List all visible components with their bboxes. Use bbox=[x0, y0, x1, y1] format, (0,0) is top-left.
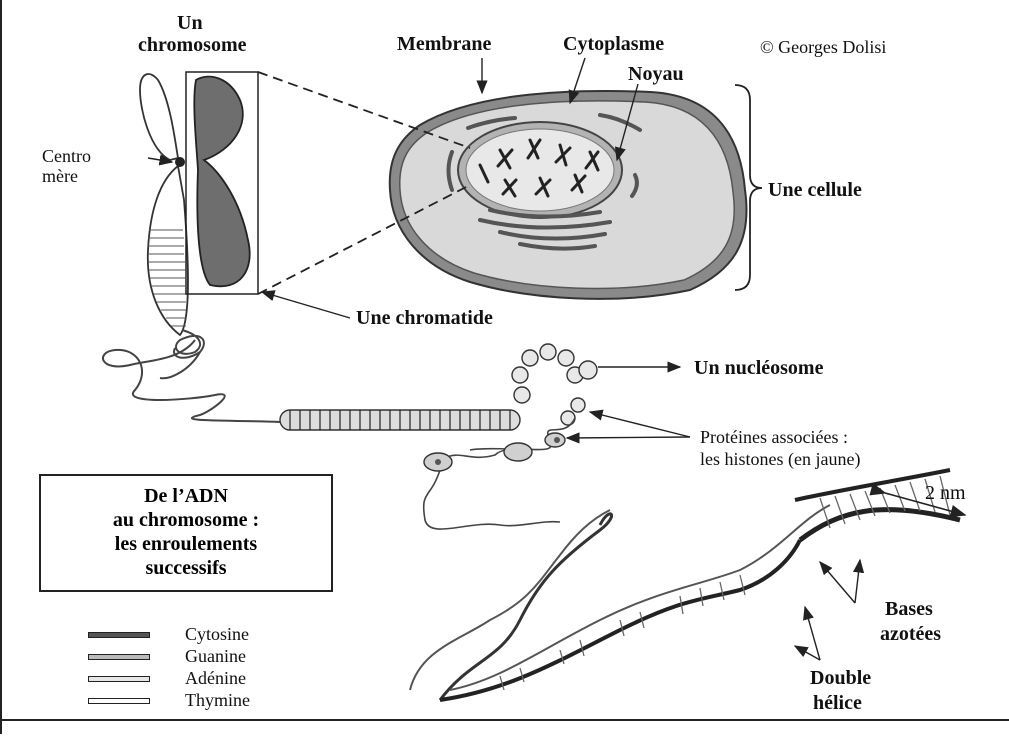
copyright-text: © Georges Dolisi bbox=[760, 37, 886, 58]
title-box: De l’ADN au chromosome : les enroulement… bbox=[39, 474, 333, 592]
legend-item-cytosine: Cytosine bbox=[88, 626, 328, 646]
proteines-label-line2: les histones (en jaune) bbox=[700, 449, 860, 470]
chromosome-drawing bbox=[140, 72, 258, 358]
nucleosome-label: Un nucléosome bbox=[694, 357, 823, 380]
cell-drawing bbox=[390, 91, 747, 299]
legend-label: Cytosine bbox=[185, 624, 249, 645]
title-line1: De l’ADN bbox=[41, 484, 331, 508]
legend-swatch bbox=[88, 698, 150, 704]
centromere-label-line2: mère bbox=[42, 166, 78, 187]
bases-label-line1: Bases bbox=[885, 598, 933, 621]
membrane-label: Membrane bbox=[397, 33, 491, 56]
proteines-label-line1: Protéines associées : bbox=[700, 427, 848, 448]
legend-label: Adénine bbox=[185, 668, 246, 689]
noyau-label: Noyau bbox=[628, 63, 684, 86]
legend-item-guanine: Guanine bbox=[88, 648, 328, 668]
dna-helix-drawing bbox=[410, 470, 960, 700]
legend-label: Thymine bbox=[185, 690, 250, 711]
legend-item-thymine: Thymine bbox=[88, 692, 328, 712]
scale-label: 2 nm bbox=[925, 482, 966, 505]
title-line3: les enroulements bbox=[41, 532, 331, 556]
cellule-label: Une cellule bbox=[768, 179, 862, 202]
legend-swatch bbox=[88, 632, 150, 638]
chromatide-label: Une chromatide bbox=[356, 307, 493, 330]
title-line4: successifs bbox=[41, 556, 331, 580]
legend-item-adenine: Adénine bbox=[88, 670, 328, 690]
helice-label-line2: hélice bbox=[813, 692, 862, 715]
legend-swatch bbox=[88, 654, 150, 660]
chromosome-label-line1: Un bbox=[177, 12, 203, 35]
title-line2: au chromosome : bbox=[41, 508, 331, 532]
legend-label: Guanine bbox=[185, 646, 246, 667]
cytoplasme-label: Cytoplasme bbox=[563, 33, 664, 56]
chromosome-label-line2: chromosome bbox=[138, 34, 247, 57]
legend-swatch bbox=[88, 676, 150, 682]
centromere-label-line1: Centro bbox=[42, 146, 91, 167]
helice-label-line1: Double bbox=[810, 667, 871, 690]
bases-label-line2: azotées bbox=[880, 623, 941, 646]
